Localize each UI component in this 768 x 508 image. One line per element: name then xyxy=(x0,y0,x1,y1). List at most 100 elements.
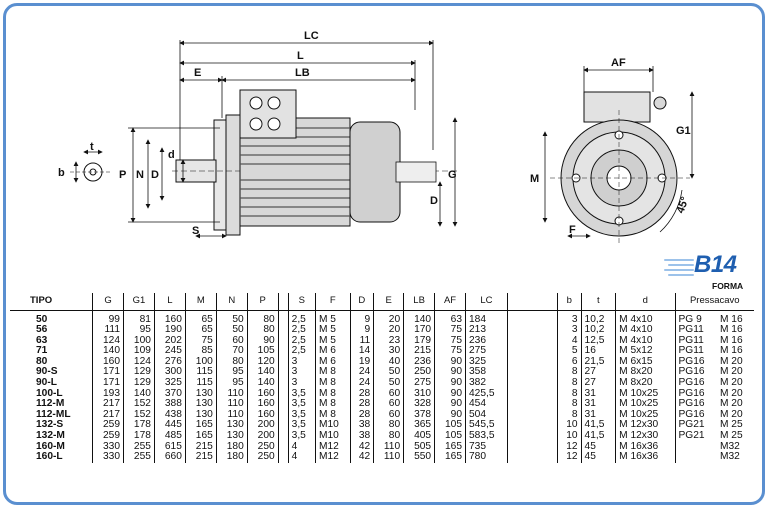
col-header-F: F xyxy=(315,293,351,311)
table-cell: M 5 xyxy=(315,324,351,336)
table-cell: 50 xyxy=(216,324,248,336)
table-cell: 215 xyxy=(403,346,436,357)
table-cell: M 8 xyxy=(315,377,351,389)
table-cell: 4 xyxy=(288,452,316,463)
table-cell: 65 xyxy=(185,310,217,325)
table-cell xyxy=(675,441,717,452)
table-cell: 75 xyxy=(434,335,467,347)
table-cell: 75 xyxy=(434,324,467,336)
table-cell: 200 xyxy=(257,429,275,441)
table-cell: 445 xyxy=(154,420,186,431)
cell-tipo: 71 xyxy=(10,346,94,357)
table-cell: 20 xyxy=(373,310,405,325)
table-cell: M 20 xyxy=(719,408,743,420)
table-cell: 95 xyxy=(123,324,155,336)
col-header-S: S xyxy=(288,293,316,311)
cell-tipo: 112-ML xyxy=(10,409,94,421)
table-cell: 41,5 xyxy=(581,430,617,442)
table-cell: 179 xyxy=(403,335,436,347)
table-cell: 12 xyxy=(557,441,582,453)
table-cell: 160 xyxy=(257,387,275,399)
table-cell: PG11 xyxy=(678,324,704,335)
table-cell: 178 xyxy=(123,430,155,442)
table-cell: M 16 xyxy=(719,313,743,325)
table-cell: 170 xyxy=(403,324,436,336)
table-cell: 2,5 xyxy=(288,346,316,357)
table-cell: M 8x20 xyxy=(615,367,676,378)
table-cell: M 5x12 xyxy=(615,346,676,357)
cell-tipo: 100-L xyxy=(10,388,94,400)
table-cell: 165 xyxy=(434,452,467,463)
table-cell: 27 xyxy=(581,367,617,378)
table-cell: 90 xyxy=(434,388,467,400)
table-cell: 95 xyxy=(216,367,248,378)
label-F: F xyxy=(569,224,576,236)
table-cell: 276 xyxy=(154,356,186,368)
table-cell: 3,5 xyxy=(288,388,316,400)
cell-tipo: 160-L xyxy=(10,452,94,463)
table-cell: M 12x30 xyxy=(615,420,676,431)
table-cell: 10,2 xyxy=(581,310,617,325)
table-cell: 152 xyxy=(123,409,155,421)
table-cell: 50 xyxy=(373,367,405,378)
table-cell: 3,5 xyxy=(288,420,316,431)
table-cell: 8 xyxy=(557,388,582,400)
table-cell: 5 xyxy=(557,346,582,357)
table-cell: 3 xyxy=(557,324,582,336)
label-angle: 45° xyxy=(675,195,692,215)
table-cell: 80 xyxy=(216,356,248,368)
table-cell: 275 xyxy=(469,345,487,357)
table-cell: 110 xyxy=(216,399,248,410)
table-cell: 65 xyxy=(185,324,217,336)
table-cell: 259 xyxy=(92,420,124,431)
table-cell xyxy=(675,452,717,463)
table-cell: 129 xyxy=(123,367,155,378)
table-cell: 38 xyxy=(350,420,375,431)
table-cell: 388 xyxy=(154,399,186,410)
table-cell: M 16x36 xyxy=(615,441,676,453)
table-cell: 325 xyxy=(469,355,487,367)
table-cell: 236 xyxy=(403,356,436,368)
table-cell: 14 xyxy=(350,346,375,357)
table-cell: 358 xyxy=(469,366,487,378)
top-dimension-lines xyxy=(179,40,654,160)
table-cell: PG11 xyxy=(678,334,704,346)
table-cell: M 20 xyxy=(719,366,743,378)
table-cell: 184 xyxy=(469,313,487,325)
table-cell: 3,5 xyxy=(288,430,316,442)
table-cell: 325 xyxy=(154,377,186,389)
table-cell: 4 xyxy=(288,441,316,453)
table-cell: PG16 xyxy=(678,408,705,420)
table-cell: M10 xyxy=(315,420,351,431)
dimensions-table: TIPO G G1 L M N P S F D E LB AF LC b t d… xyxy=(10,293,754,463)
table-cell: M 6x15 xyxy=(615,356,676,368)
table-cell: 24 xyxy=(350,367,375,378)
col-header-M: M xyxy=(185,293,217,311)
cell-tipo: 132-S xyxy=(10,420,94,431)
table-cell: 38 xyxy=(350,430,375,442)
table-cell: 3 xyxy=(557,310,582,325)
table-cell: 250 xyxy=(257,451,275,463)
table-cell: 90 xyxy=(434,399,467,410)
table-cell: 180 xyxy=(216,452,248,463)
cell-tipo: 90-S xyxy=(10,367,94,378)
table-cell: M 6 xyxy=(315,356,351,368)
table-cell: 140 xyxy=(257,376,275,388)
table-cell: 215 xyxy=(185,452,217,463)
table-cell: 378 xyxy=(403,409,436,421)
col-header-tipo: TIPO xyxy=(10,293,94,311)
table-cell: M12 xyxy=(315,452,351,463)
table-cell: 120 xyxy=(257,355,275,367)
table-cell: 16 xyxy=(581,346,617,357)
table-cell: M 4x10 xyxy=(615,335,676,347)
table-cell: 45 xyxy=(581,441,617,453)
table-cell: 20 xyxy=(373,324,405,336)
